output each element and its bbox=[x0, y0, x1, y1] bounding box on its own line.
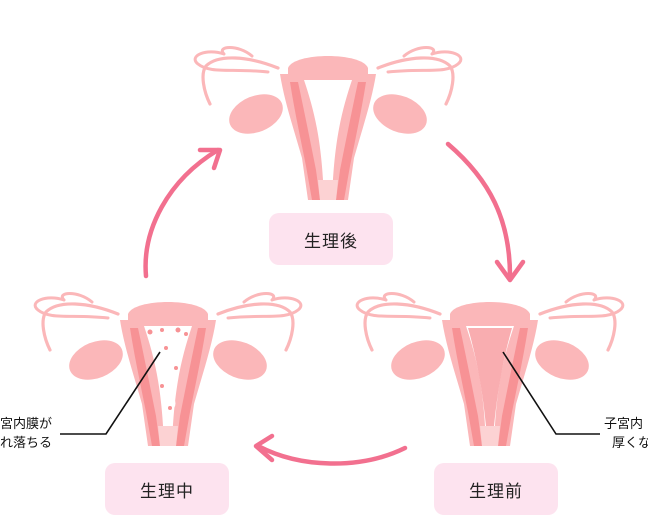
cycle-arrows bbox=[143, 141, 526, 466]
arrow-before-to-during bbox=[255, 443, 408, 466]
note-before-line1: 子宮内 bbox=[604, 417, 644, 432]
uterus-before bbox=[355, 291, 625, 448]
stage-label-before-text: 生理前 bbox=[469, 481, 523, 502]
uterus-after bbox=[193, 45, 463, 202]
menstrual-cycle-diagram bbox=[33, 45, 625, 466]
stage-label-after: 生理後 bbox=[269, 213, 393, 265]
uterus-during bbox=[33, 291, 303, 448]
note-during: 宮内膜が れ落ちる bbox=[0, 415, 52, 453]
note-during-line2: れ落ちる bbox=[0, 436, 53, 451]
arrow-during-to-after bbox=[143, 147, 221, 279]
note-before: 子宮内 厚くな bbox=[604, 415, 648, 453]
shedding-drops bbox=[152, 336, 182, 426]
stage-label-during-text: 生理中 bbox=[140, 481, 194, 502]
annotation-lines bbox=[60, 351, 600, 435]
stage-label-after-text: 生理後 bbox=[304, 231, 358, 252]
arrow-after-to-before bbox=[445, 141, 513, 279]
note-before-line2: 厚くな bbox=[612, 436, 648, 451]
note-during-line1: 宮内膜が bbox=[0, 417, 53, 432]
stage-label-before: 生理前 bbox=[434, 463, 558, 515]
stage-label-during: 生理中 bbox=[105, 463, 229, 515]
